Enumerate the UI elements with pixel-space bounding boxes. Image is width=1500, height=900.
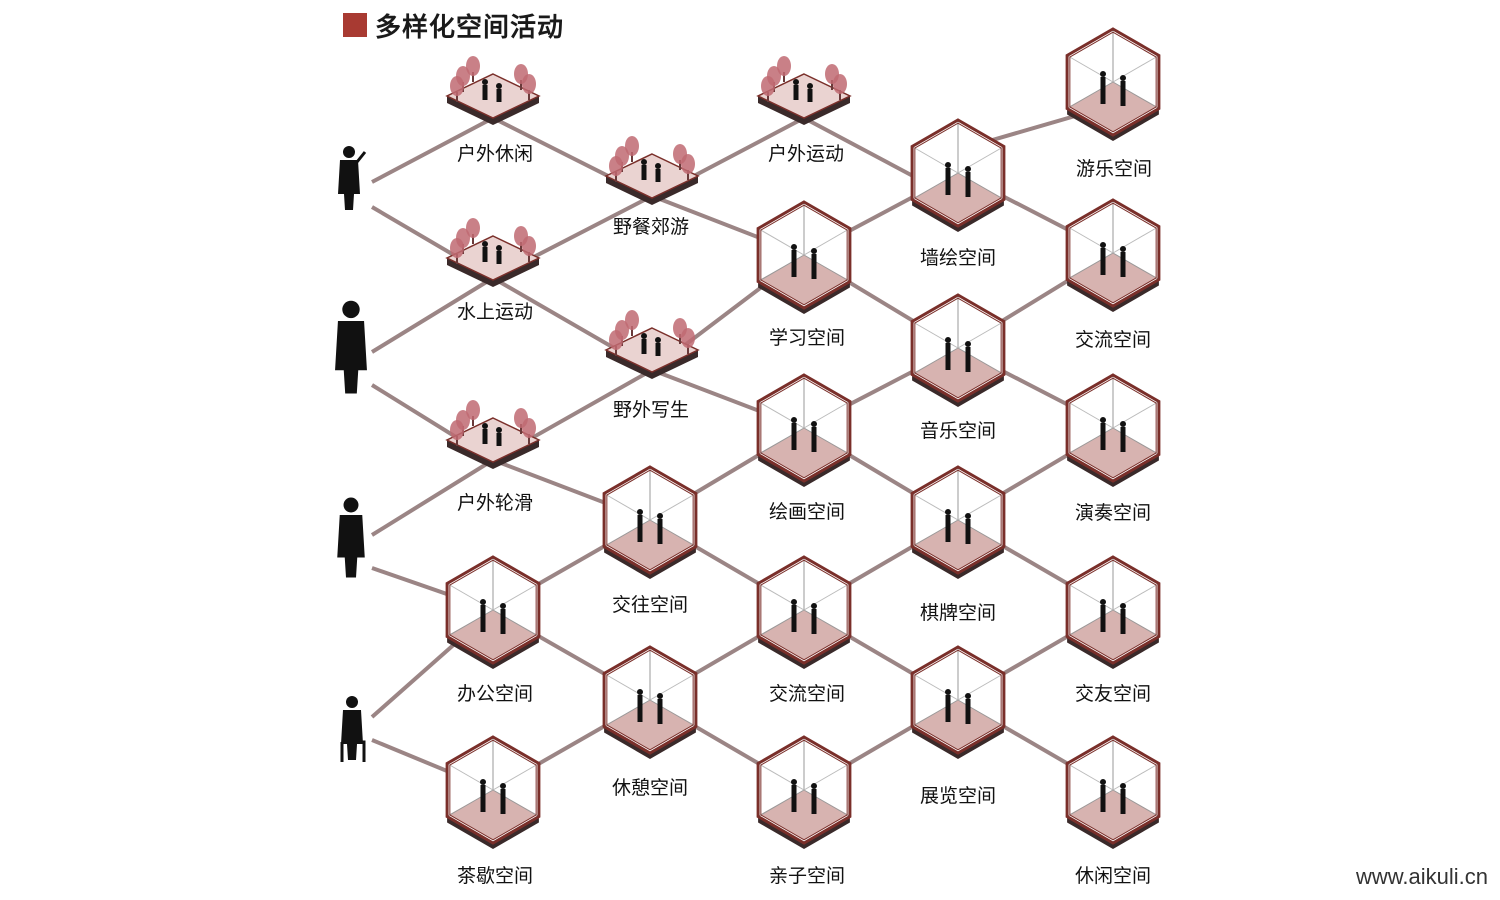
node-label: 户外运动 [768, 143, 844, 165]
node-label: 水上运动 [457, 301, 533, 323]
node-yykj: 音乐空间 [910, 293, 1006, 442]
connector-line [370, 253, 806, 373]
node-ylkj: 游乐空间 [1065, 27, 1161, 180]
node-label: 户外轮滑 [457, 492, 533, 514]
node-qpkj: 棋牌空间 [910, 465, 1006, 624]
node-label: 交流空间 [769, 683, 845, 705]
node-label: 学习空间 [769, 327, 845, 349]
node-label: 办公空间 [457, 683, 533, 705]
node-label: 交流空间 [1075, 329, 1151, 351]
node-qhkj: 墙绘空间 [910, 118, 1006, 269]
node-sshd: 水上运动 [445, 218, 541, 323]
node-ywxs: 野外写生 [604, 310, 700, 421]
node-hwlh: 户外轮滑 [445, 400, 541, 514]
node-label: 亲子空间 [769, 865, 845, 887]
people-silhouettes [335, 146, 367, 762]
node-bgkj: 办公空间 [445, 555, 541, 705]
node-label: 交友空间 [1075, 683, 1151, 705]
node-jlkj2: 交流空间 [756, 555, 852, 705]
seated-person-silhouette [340, 696, 366, 762]
node-label: 茶歇空间 [457, 865, 533, 887]
node-zlkj: 展览空间 [910, 645, 1006, 807]
watermark: www.aikuli.cn [1355, 864, 1488, 889]
node-label: 绘画空间 [769, 501, 845, 523]
adult-person-silhouette [335, 300, 367, 394]
node-label: 棋牌空间 [920, 602, 996, 624]
connector-line [651, 170, 1114, 258]
node-label: 野外写生 [613, 399, 689, 421]
node-ycjy: 野餐郊游 [604, 136, 700, 238]
title-swatch [343, 13, 367, 37]
node-xxkj2: 休闲空间 [1065, 735, 1161, 887]
node-jlkj1: 交流空间 [1065, 198, 1161, 351]
node-label: 墙绘空间 [920, 247, 996, 269]
node-label: 户外休闲 [457, 143, 533, 165]
node-label: 休憩空间 [612, 777, 688, 799]
space-nodes: 户外休闲户外运动游乐空间野餐郊游墙绘空间水上运动学习空间交流空间野外写生音乐空间… [445, 27, 1161, 887]
node-hwyd: 户外运动 [756, 56, 852, 165]
node-cxkj: 茶歇空间 [445, 735, 541, 887]
node-yzkj: 演奏空间 [1065, 373, 1161, 524]
node-label: 休闲空间 [1075, 865, 1151, 887]
node-hhkj: 绘画空间 [756, 373, 852, 523]
node-xqkj: 休憩空间 [602, 645, 698, 799]
node-label: 游乐空间 [1076, 158, 1152, 180]
node-xxkj: 学习空间 [756, 200, 852, 349]
node-jykj: 交友空间 [1065, 555, 1161, 705]
node-label: 交往空间 [612, 594, 688, 616]
node-label: 演奏空间 [1075, 502, 1151, 524]
elder-person-silhouette [338, 146, 367, 210]
youth-person-silhouette [337, 497, 365, 578]
page-title: 多样化空间活动 [375, 12, 565, 43]
node-qzkj: 亲子空间 [756, 735, 852, 887]
node-label: 音乐空间 [920, 420, 996, 442]
node-jwkj: 交往空间 [602, 465, 698, 616]
page-header: 多样化空间活动 [343, 8, 565, 43]
node-hwxx: 户外休闲 [445, 56, 541, 165]
node-label: 展览空间 [920, 785, 996, 807]
node-label: 野餐郊游 [613, 216, 689, 238]
